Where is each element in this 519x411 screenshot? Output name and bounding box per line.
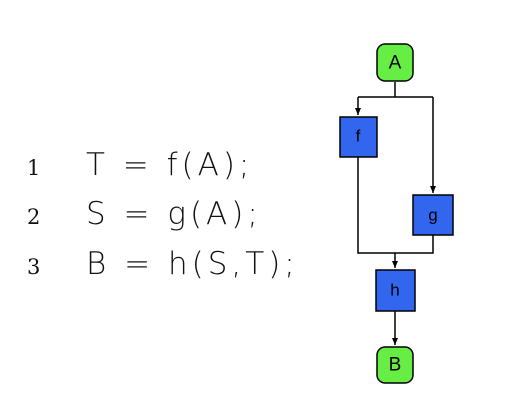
edge-g-to-h (395, 235, 434, 254)
node-a: A (376, 43, 414, 82)
node-b-label: B (389, 355, 402, 376)
code-statement: S = g(A); (86, 196, 262, 232)
edge-f-to-h (357, 157, 395, 254)
code-statement: T = f(A); (86, 147, 254, 183)
node-f-label: f (356, 127, 361, 146)
node-b: B (376, 346, 414, 384)
node-h: h (375, 269, 416, 312)
code-statement: B = h(S,T); (86, 246, 299, 282)
node-a-label: A (389, 53, 402, 74)
code-listing: 1 T = f(A); 2 S = g(A); 3 B = h(S,T); (27, 147, 299, 282)
line-number: 2 (27, 205, 41, 229)
node-f: f (339, 116, 378, 158)
edge-a-split (358, 82, 433, 98)
node-g: g (412, 194, 454, 236)
graph-edges (355, 82, 436, 345)
line-number: 1 (27, 156, 41, 180)
node-g-label: g (428, 206, 437, 225)
node-h-label: h (390, 281, 399, 300)
line-number: 3 (27, 255, 41, 279)
